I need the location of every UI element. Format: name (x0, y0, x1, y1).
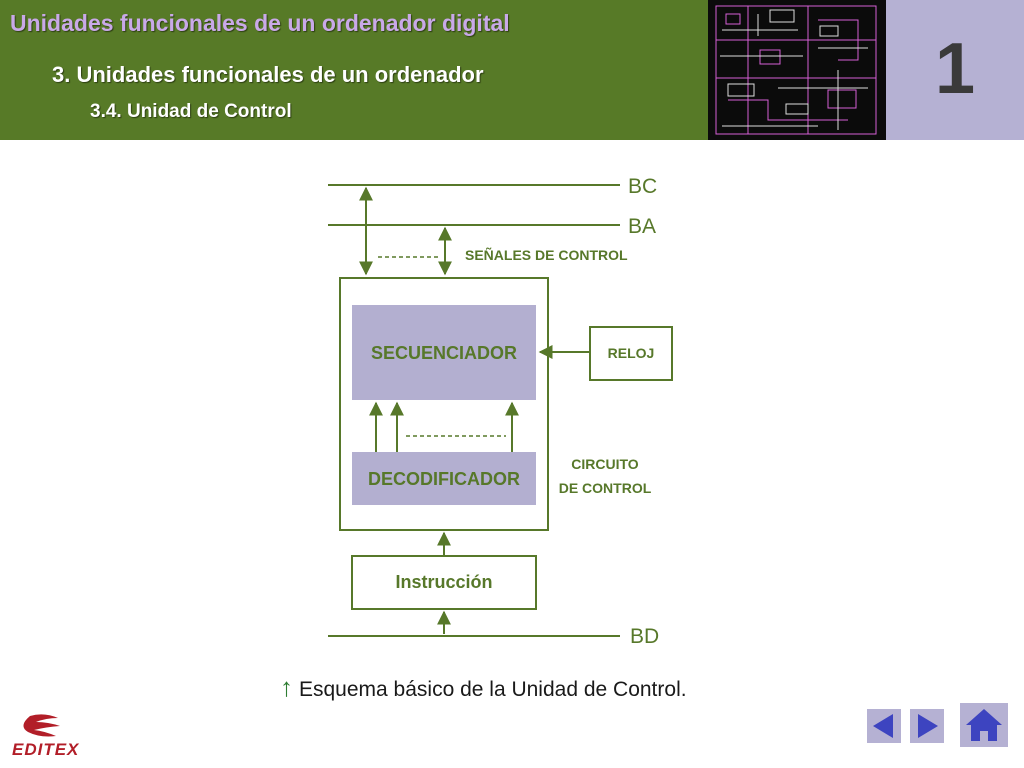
sequencer-label: SECUENCIADOR (371, 343, 517, 363)
sequencer-block (352, 305, 536, 400)
bus-ba-label: BA (628, 215, 656, 238)
decoder-label: DECODIFICADOR (368, 469, 520, 489)
logo-text: EDITEX (12, 740, 80, 759)
decoder-block (352, 452, 536, 505)
main-title: Unidades funcionales de un ordenador dig… (10, 10, 510, 36)
control-circuit-label-2: DE CONTROL (559, 480, 652, 496)
sub-title: 3.4. Unidad de Control (90, 101, 292, 122)
control-signals-label: SEÑALES DE CONTROL (465, 246, 628, 263)
triangle-left-icon (873, 714, 893, 738)
figure-caption: ↑ Esquema básico de la Unidad de Control. (280, 672, 687, 703)
instruction-block (351, 555, 537, 610)
prev-button[interactable] (867, 709, 901, 748)
control-circuit-label-1: CIRCUITO (571, 456, 639, 472)
control-unit-diagram: BC BA SEÑALES DE CONTROL SECUENCIADOR RE… (300, 160, 700, 655)
bus-bd-label: BD (630, 625, 659, 648)
triangle-right-icon (918, 714, 938, 738)
instruction-label: Instrucción (395, 572, 492, 592)
clock-block (589, 326, 673, 381)
house-icon (966, 709, 1002, 741)
chapter-box: 1 (886, 0, 1024, 140)
home-button[interactable] (960, 703, 1008, 752)
chapter-number: 1 (934, 29, 976, 109)
circuit-board-image (708, 0, 886, 140)
bus-bc-label: BC (628, 175, 657, 198)
header-banner: Unidades funcionales de un ordenador dig… (0, 0, 708, 140)
caption-text: Esquema básico de la Unidad de Control. (299, 678, 687, 701)
next-button[interactable] (910, 709, 944, 748)
section-title: 3. Unidades funcionales de un ordenador (52, 62, 484, 87)
clock-label: RELOJ (608, 345, 655, 361)
editex-logo (10, 712, 66, 747)
up-arrow-icon: ↑ (280, 672, 293, 702)
